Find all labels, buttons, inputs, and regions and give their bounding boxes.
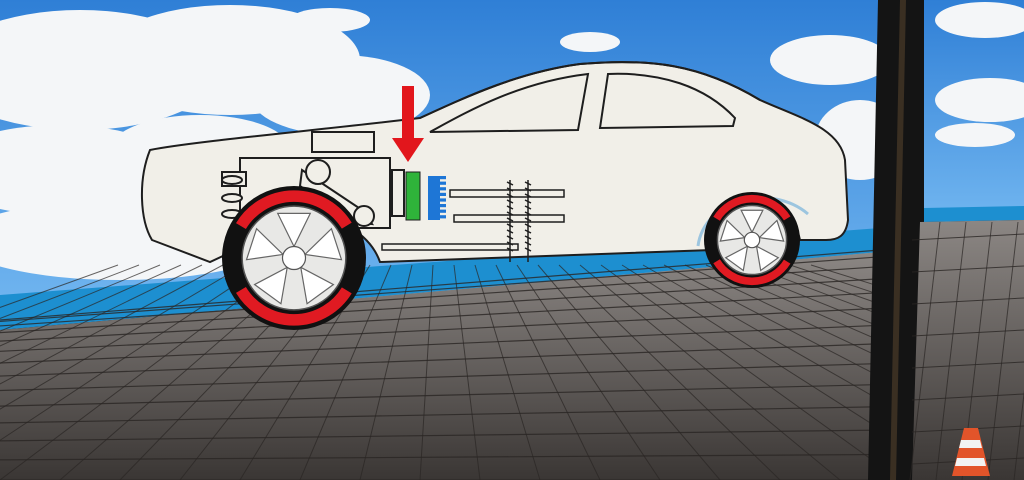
ocean-strip bbox=[0, 228, 880, 330]
front-wheel bbox=[222, 186, 366, 330]
flywheel bbox=[391, 169, 405, 217]
engine-cover bbox=[311, 131, 375, 153]
second-screen bbox=[909, 0, 1024, 480]
pulley-bottom bbox=[353, 205, 375, 227]
window-rear bbox=[598, 72, 737, 130]
monitor-bezel bbox=[868, 0, 930, 480]
gear-synchronizers bbox=[506, 180, 532, 262]
window-front bbox=[429, 72, 590, 133]
rear-wheel bbox=[704, 192, 800, 288]
traffic-cone-icon bbox=[952, 428, 990, 476]
pulley-top bbox=[305, 159, 331, 185]
car bbox=[141, 60, 850, 330]
ground-plane bbox=[0, 252, 880, 480]
car-roofline bbox=[419, 60, 761, 119]
down-arrow-icon bbox=[392, 86, 424, 162]
clutch-plate bbox=[405, 171, 421, 221]
gear-icon bbox=[428, 176, 446, 220]
